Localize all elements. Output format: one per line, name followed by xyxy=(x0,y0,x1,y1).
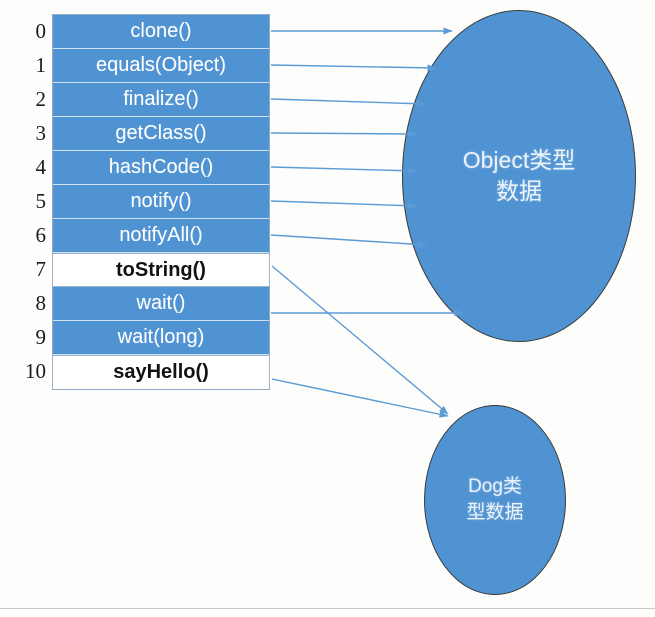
method-row-notifyall: notifyAll() xyxy=(53,219,269,253)
row-index-7: 7 xyxy=(35,257,47,281)
method-row-tostring: toString() xyxy=(52,253,270,287)
method-row-getclass: getClass() xyxy=(53,117,269,151)
row-index-5: 5 xyxy=(35,189,47,213)
method-row-notify: notify() xyxy=(53,185,269,219)
arrow-notify-to-object xyxy=(270,200,418,210)
method-table: clone() equals(Object) finalize() getCla… xyxy=(52,14,270,390)
arrow-equals-to-object xyxy=(270,64,437,72)
method-row-equals: equals(Object) xyxy=(53,49,269,83)
method-row-wait: wait() xyxy=(53,287,269,321)
row-index-column: 0 1 2 3 4 5 6 7 8 9 10 xyxy=(8,14,46,388)
row-index-10: 10 xyxy=(25,359,46,383)
object-type-ellipse: Object类型 数据 xyxy=(402,10,636,342)
bottom-divider xyxy=(0,608,655,609)
row-index-2: 2 xyxy=(35,87,47,111)
object-type-label: Object类型 数据 xyxy=(463,145,575,207)
object-type-line1: Object类型 xyxy=(462,146,576,173)
arrow-tostring-to-dog xyxy=(271,265,449,415)
method-row-finalize: finalize() xyxy=(53,83,269,117)
dog-type-ellipse: Dog类 型数据 xyxy=(424,405,566,595)
row-index-6: 6 xyxy=(35,223,47,247)
method-row-sayhello: sayHello() xyxy=(52,355,270,389)
dog-type-label: Dog类 型数据 xyxy=(466,474,523,525)
arrow-sayhello-to-dog xyxy=(271,378,449,418)
arrow-getclass-to-object xyxy=(270,130,418,138)
row-index-8: 8 xyxy=(35,291,47,315)
dog-type-line2: 型数据 xyxy=(466,502,524,523)
method-row-wait-long: wait(long) xyxy=(53,321,269,355)
row-index-9: 9 xyxy=(35,325,47,349)
arrow-finalize-to-object xyxy=(270,98,426,108)
method-row-hashcode: hashCode() xyxy=(53,151,269,185)
dog-type-line1: Dog类 xyxy=(468,476,522,498)
row-index-4: 4 xyxy=(35,155,47,179)
object-type-line2: 数据 xyxy=(495,178,542,204)
arrow-notifyall-to-object xyxy=(270,234,428,248)
arrow-hashcode-to-object xyxy=(270,166,418,175)
row-index-1: 1 xyxy=(35,53,47,77)
row-index-3: 3 xyxy=(35,121,47,145)
method-row-clone: clone() xyxy=(53,15,269,49)
row-index-0: 0 xyxy=(35,19,47,43)
